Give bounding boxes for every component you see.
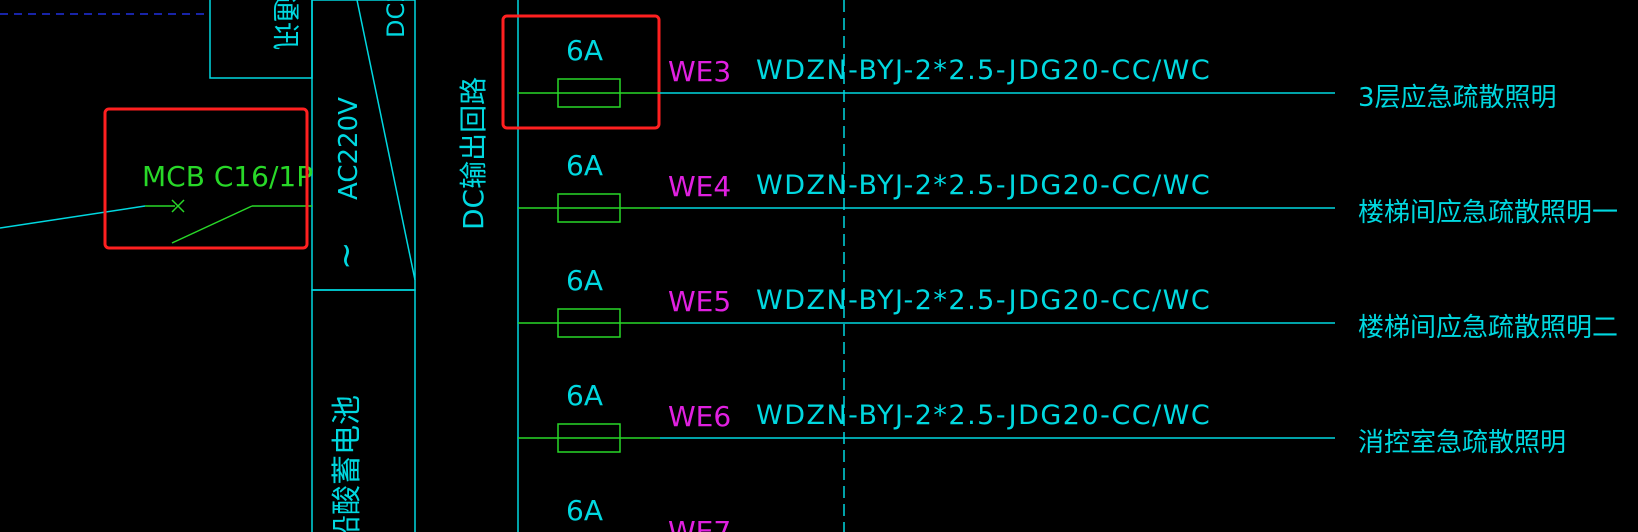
battery-box: [311, 289, 416, 532]
circuit-destination: 消控室急疏散照明: [1358, 428, 1566, 458]
highlight-box-breaker: [103, 107, 309, 250]
fuse-rating: 6A: [566, 494, 603, 527]
tilde-symbol: ~: [326, 242, 366, 271]
top-label-partial: 通讯: [269, 0, 302, 50]
fuse-symbol: [557, 193, 621, 223]
circuit-destination: 楼梯间应急疏散照明一: [1358, 198, 1618, 228]
fuse-symbol: [557, 78, 621, 108]
fuse-rating: 6A: [566, 379, 603, 412]
fuse-symbol: [557, 308, 621, 338]
dc-label-partial: DC2: [382, 0, 410, 38]
circuit-id: WE7: [668, 515, 731, 532]
circuit-id: WE6: [668, 400, 731, 433]
ac-label: AC220V: [334, 97, 364, 200]
power-module-diagonal: [356, 0, 416, 281]
cable-spec: WDZN-BYJ-2*2.5-JDG20-CC/WC: [756, 55, 1211, 86]
cable-spec: WDZN-BYJ-2*2.5-JDG20-CC/WC: [756, 400, 1211, 431]
breaker-contact: [171, 205, 253, 244]
incoming-line-left: [0, 205, 146, 229]
battery-label: 铅酸蓄电池: [330, 395, 365, 532]
circuit-id: WE5: [668, 285, 731, 318]
highlight-box-fuse: [501, 14, 661, 130]
breaker-x-mark-b: [171, 199, 185, 213]
fuse-symbol: [557, 423, 621, 453]
dc-output-label: DC输出回路: [457, 77, 490, 230]
fuse-rating: 6A: [566, 149, 603, 182]
cable-spec: WDZN-BYJ-2*2.5-JDG20-CC/WC: [756, 285, 1211, 316]
circuit-id: WE4: [668, 170, 731, 203]
cable-spec: WDZN-BYJ-2*2.5-JDG20-CC/WC: [756, 170, 1211, 201]
fuse-rating: 6A: [566, 34, 603, 67]
circuit-destination: 楼梯间应急疏散照明二: [1358, 313, 1618, 343]
breaker-label: MCB C16/1P: [142, 160, 313, 193]
circuit-id: WE3: [668, 55, 731, 88]
circuit-destination: 3层应急疏散照明: [1358, 83, 1557, 113]
fuse-rating: 6A: [566, 264, 603, 297]
